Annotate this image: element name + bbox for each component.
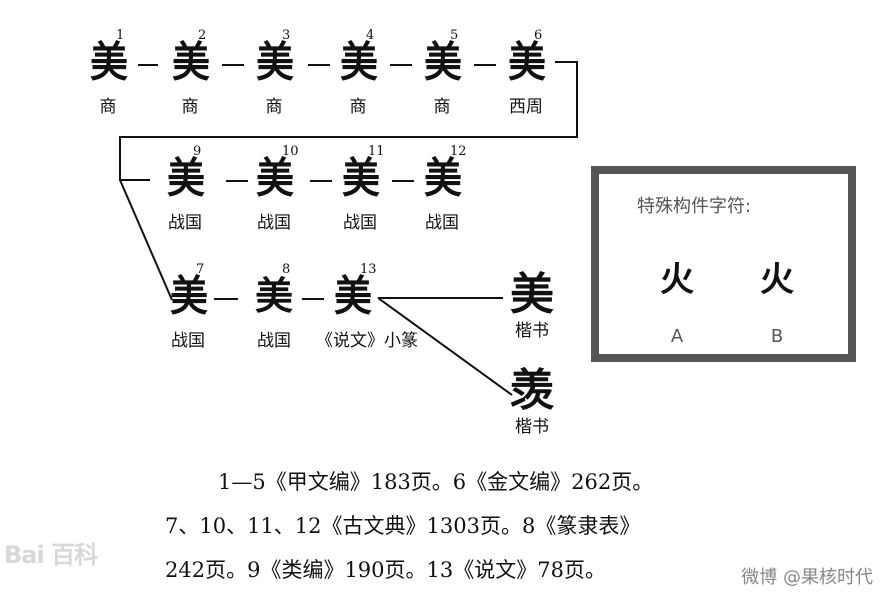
glyph-number: 8 [282, 262, 291, 277]
glyph-cell-13: 美 13 《说文》小篆 [316, 262, 418, 354]
connector-row1-to-row2 [119, 61, 578, 181]
glyph-cell-1: 美 1 商 [78, 28, 138, 120]
dash [214, 298, 238, 300]
ancient-glyph: 美 [423, 152, 462, 203]
period-label: 战国 [425, 213, 459, 233]
weibo-watermark: 微博 @果核时代 [741, 567, 873, 588]
glyph-number: 6 [534, 28, 543, 43]
glyph-cell-11: 美 11 战国 [330, 144, 390, 236]
glyph-number: 9 [193, 144, 202, 159]
glyph-cell-9: 美 9 战国 [155, 144, 215, 236]
glyph-number: 10 [282, 144, 299, 159]
glyph-number: 4 [366, 28, 375, 43]
period-label: 战国 [257, 213, 291, 233]
kaishu-label: 楷书 [515, 321, 549, 341]
glyph-cell-8: 美 8 战国 [244, 262, 304, 354]
kaishu-form-1: 美 楷书 [502, 270, 562, 342]
component-b-label: B [770, 326, 784, 347]
period-label: 商 [265, 97, 283, 117]
glyph-cell-4: 美 4 商 [328, 28, 388, 120]
glyph-number: 12 [450, 144, 467, 159]
ancient-glyph: 美 [255, 36, 294, 87]
ancient-glyph: 美 [507, 36, 546, 87]
glyph-number: 5 [450, 28, 459, 43]
dash [138, 64, 158, 66]
period-label: 商 [181, 97, 199, 117]
dash [390, 64, 412, 66]
glyph-number: 13 [360, 262, 377, 277]
component-a-label: A [670, 326, 684, 347]
ancient-glyph: 美 [423, 36, 462, 87]
glyph-cell-3: 美 3 商 [244, 28, 304, 120]
glyph-number: 2 [198, 28, 207, 43]
kaishu-glyph: 美 [510, 269, 554, 320]
glyph-cell-7: 美 7 战国 [158, 262, 218, 354]
component-b-glyph: 火 [760, 260, 794, 300]
dash [392, 180, 414, 182]
ancient-glyph: 美 [341, 152, 380, 203]
kaishu-label: 楷书 [515, 417, 549, 437]
glyph-cell-2: 美 2 商 [160, 28, 220, 120]
period-label: 战国 [343, 213, 377, 233]
glyph-cell-12: 美 12 战国 [412, 144, 472, 236]
ancient-glyph: 美 [339, 36, 378, 87]
glyph-number: 11 [368, 144, 385, 159]
panel-title: 特殊构件字符: [637, 196, 752, 217]
reference-line-1: 1—5《甲文编》183页。6《金文编》262页。 [218, 470, 654, 494]
connector-row2-to-row3 [119, 179, 173, 301]
period-label: 商 [99, 97, 117, 117]
dash [222, 64, 244, 66]
period-label: 战国 [257, 331, 291, 351]
dash [302, 298, 324, 300]
glyph-cell-10: 美 10 战国 [244, 144, 304, 236]
kaishu-glyph: 羡 [510, 365, 554, 416]
dash [474, 64, 496, 66]
baidu-watermark: Bai 百科 [4, 541, 98, 569]
reference-line-3: 242页。9《类编》190页。13《说文》78页。 [165, 558, 606, 582]
ancient-glyph: 美 [333, 270, 372, 321]
connector-to-kaishu-2 [377, 297, 513, 396]
glyph-number: 1 [116, 28, 125, 43]
glyph-number: 7 [196, 262, 205, 277]
glyph-cell-5: 美 5 商 [412, 28, 472, 120]
dash [310, 180, 332, 182]
glyph-cell-6: 美 6 西周 [496, 28, 556, 120]
ancient-glyph: 美 [169, 270, 208, 321]
period-label: 战国 [168, 213, 202, 233]
kaishu-form-2: 羡 楷书 [502, 366, 562, 438]
ancient-glyph: 美 [171, 36, 210, 87]
glyph-number: 3 [282, 28, 291, 43]
period-label: 《说文》小篆 [316, 331, 418, 351]
reference-line-2: 7、10、11、12《古文典》1303页。8《篆隶表》 [165, 514, 641, 538]
dash [308, 64, 330, 66]
period-label: 商 [349, 97, 367, 117]
period-label: 商 [433, 97, 451, 117]
ancient-glyph: 美 [89, 36, 128, 87]
period-label: 西周 [509, 97, 543, 117]
ancient-glyph: 美 [254, 273, 293, 318]
ancient-glyph: 美 [166, 152, 205, 203]
ancient-glyph: 美 [255, 152, 294, 203]
period-label: 战国 [171, 331, 205, 351]
dash [226, 180, 248, 182]
component-a-glyph: 火 [660, 260, 694, 300]
special-components-panel: 特殊构件字符: 火 火 A B [591, 166, 856, 362]
